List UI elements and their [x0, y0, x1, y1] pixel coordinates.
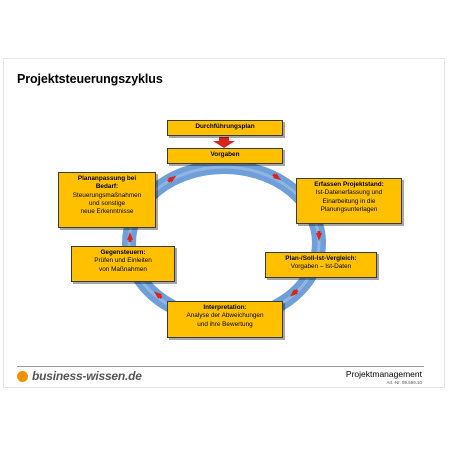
box-heading: Plan-/Soll-Ist-Vergleich: [285, 255, 357, 262]
box-vorgaben: Vorgaben [167, 148, 283, 164]
box-interpretation: Interpretation: Analyse der Abweichungen… [167, 301, 283, 338]
box-plananpassung: Plananpassung bei Bedarf: Steuerungsmaßn… [58, 172, 156, 228]
brand-name: business-wissen.de [32, 369, 142, 383]
box-durchfuehrungsplan: Durchführungsplan [167, 120, 283, 136]
cycle-arrow-icon [167, 175, 177, 183]
brand-logo: business-wissen.de [17, 369, 142, 383]
box-text: Analyse der Abweichungen und ihre Bewert… [186, 312, 264, 328]
footer-info: Projektmanagement Art.-Nr. 99.599.10 [346, 369, 422, 385]
cycle-arrow-icon [289, 288, 299, 297]
box-erfassen-projektstand: Erfassen Projektstand: Ist-Datenerfassun… [296, 178, 402, 224]
box-text: Steuerungsmaßnahmen und sonstige neue Er… [72, 191, 142, 216]
footer-article-number: Art.-Nr. 99.599.10 [386, 380, 422, 385]
cycle-arrow-icon [153, 291, 163, 300]
footer-divider [17, 366, 424, 367]
box-text: Prüfen und Einleiten von Maßnahmen [94, 257, 152, 273]
box-heading: Plananpassung bei Bedarf: [77, 175, 137, 191]
box-text: Ist-Datenerfassung und Einarbeitung in d… [315, 189, 383, 213]
brand-dot-icon [17, 370, 28, 382]
box-heading: Durchführungsplan [195, 123, 255, 130]
box-heading: Interpretation: [203, 304, 247, 311]
box-heading: Erfassen Projektstand: [314, 181, 384, 188]
footer-topic: Projektmanagement [345, 369, 422, 379]
box-heading: Vorgaben [210, 151, 240, 158]
page-title: Projektsteuerungszyklus [17, 72, 163, 86]
box-gegensteuern: Gegensteuern: Prüfen und Einleiten von M… [71, 246, 175, 282]
box-plan-soll-ist-vergleich: Plan-/Soll-Ist-Vergleich: Vorgaben – Ist… [265, 252, 377, 278]
box-heading: Gegensteuern: [100, 249, 146, 256]
down-arrow-icon [213, 137, 235, 148]
cycle-arrow-icon [272, 173, 282, 181]
cycle-arrow-icon [127, 232, 133, 242]
box-text: Vorgaben – Ist-Daten [290, 263, 352, 271]
cycle-arrow-icon [316, 231, 322, 241]
